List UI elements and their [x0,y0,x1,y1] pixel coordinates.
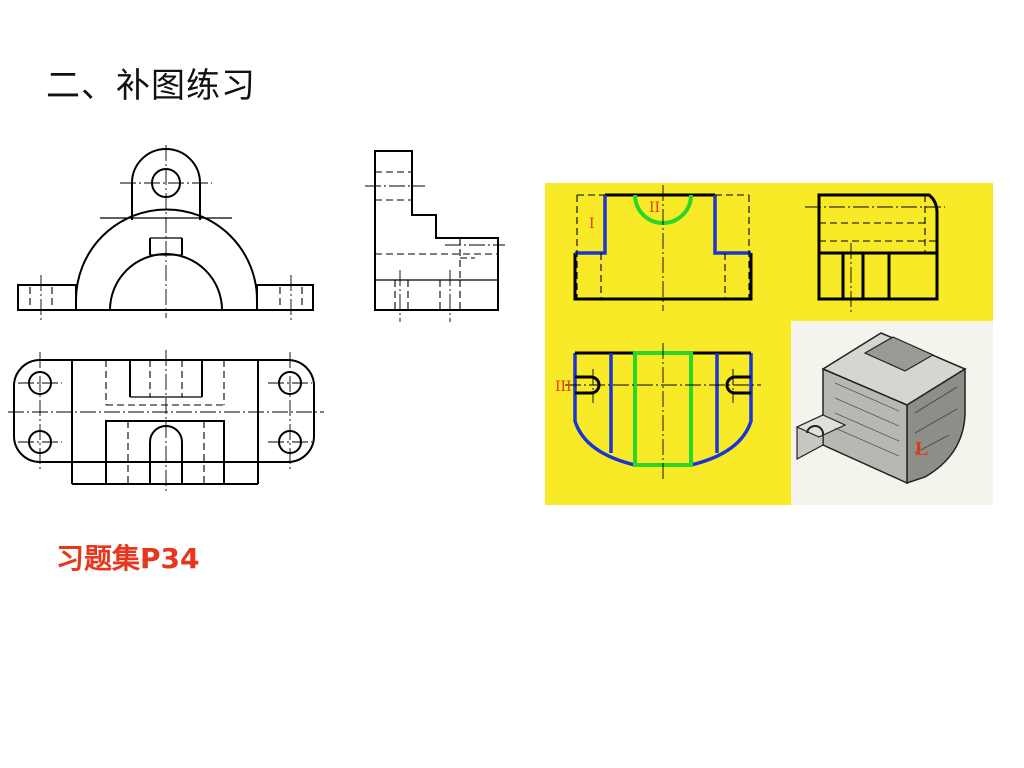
label-part-one: I [589,216,595,232]
exercise-reference: 习题集P34 [56,542,200,575]
solution-figure: I II III [545,183,993,505]
model-letter-label: L [915,438,928,460]
label-part-two: II [649,200,660,216]
colored-top-view: III [555,343,761,479]
page-title: 二、补图练习 [46,66,256,106]
colored-front-view: I II [573,185,753,311]
side-view [365,150,505,322]
label-part-three: III [555,379,572,395]
colored-side-view [805,193,945,313]
isometric-model: L [791,321,993,505]
top-view [8,350,324,492]
front-view [17,145,314,320]
